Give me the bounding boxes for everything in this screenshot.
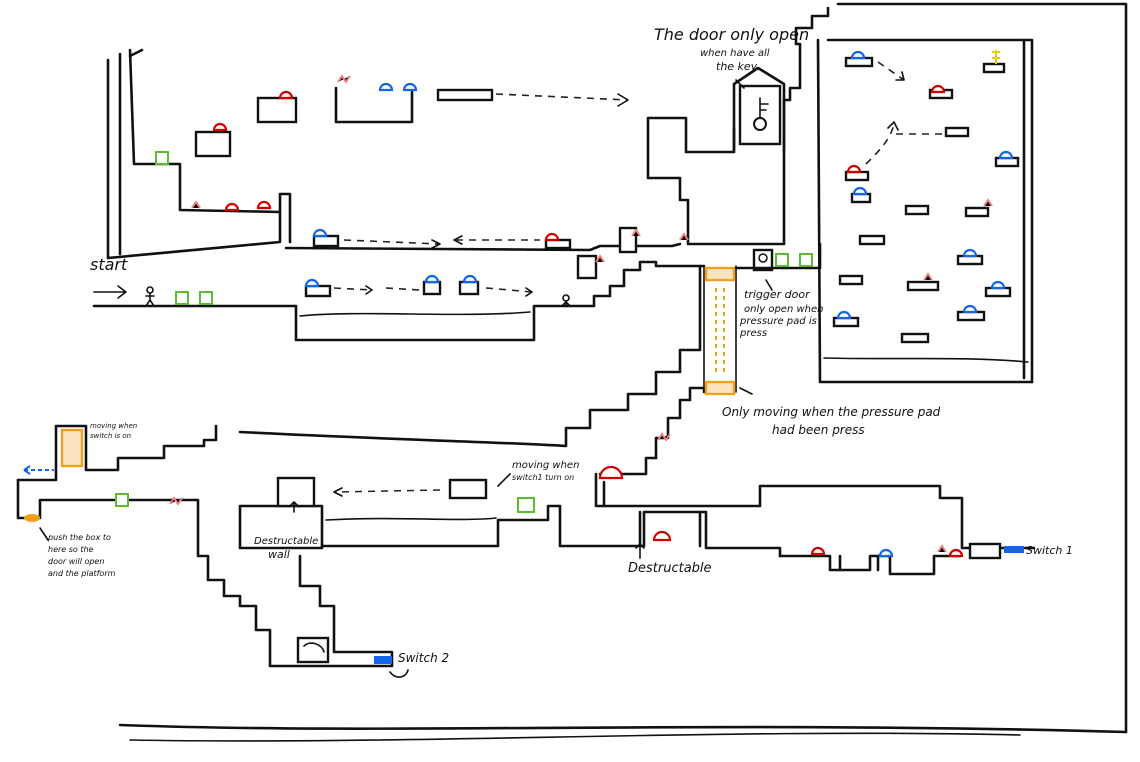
enemy-red-icon [652, 530, 672, 542]
label-moving-when-switch-2: switch is on [90, 432, 131, 440]
label-door-note-1: The door only open [654, 25, 809, 44]
enemy-red-icon [212, 122, 228, 132]
chest-icon [517, 497, 535, 513]
enemy-blue-icon [304, 278, 320, 288]
spikes [169, 74, 993, 553]
label-door-note-3: the key [716, 60, 758, 73]
orange-elevator [703, 265, 737, 396]
enemy-red-icon [810, 546, 826, 556]
enemy-red-icon [278, 90, 294, 100]
annotations: start The door only open when have all t… [47, 25, 1073, 665]
chest-icon [799, 253, 813, 267]
yellow-key-icon [992, 50, 1000, 64]
label-destructable-wall-1: Destructable [254, 536, 318, 547]
label-push-box-4: and the platform [48, 569, 116, 578]
player-goal-figure [561, 294, 571, 307]
chest-icon [775, 253, 789, 267]
enemy-blue-icon [462, 274, 478, 284]
enemy-blue-icon [852, 186, 868, 196]
label-only-moving-2: had been press [772, 423, 865, 437]
enemy-red-icon [598, 465, 624, 480]
label-start: start [90, 255, 128, 274]
label-moving-when-switch-1: moving when [90, 422, 137, 430]
enemy-blue-icon [312, 228, 328, 238]
green-chests [115, 151, 813, 513]
blue-enemies [304, 50, 1014, 558]
label-push-box-1: push the box to [47, 533, 111, 542]
right-tower [816, 38, 1034, 384]
label-switch1: Switch 1 [1026, 544, 1073, 557]
enemy-red-icon [930, 84, 946, 94]
key-icon [753, 97, 769, 131]
enemy-blue-icon [998, 150, 1014, 160]
outer-boundary [118, 2, 1128, 742]
enemy-blue-icon [836, 310, 852, 320]
label-moving-switch1-1: moving when [512, 460, 579, 471]
enemy-blue-icon [378, 82, 394, 92]
label-trigger-4: press [739, 328, 767, 339]
arrows [39, 79, 773, 678]
enemy-red-icon [948, 548, 964, 558]
enemy-blue-icon [878, 548, 894, 558]
enemy-blue-icon [990, 280, 1006, 290]
label-destructable: Destructable [628, 561, 712, 576]
top-left-room [106, 48, 629, 260]
enemy-red-icon [224, 202, 240, 212]
enemy-red-icon [544, 232, 560, 242]
key-door [732, 66, 786, 152]
label-trigger-2: only open when [744, 304, 823, 315]
label-push-box-3: door will open [48, 557, 104, 566]
label-moving-switch1-2: switch1 turn on [512, 473, 574, 482]
chest-icon [155, 151, 169, 165]
player-start-figure [145, 286, 155, 307]
red-enemies [212, 84, 964, 558]
enemy-blue-icon [962, 248, 978, 258]
label-destructable-wall-2: wall [268, 548, 290, 561]
enemy-blue-icon [962, 304, 978, 314]
chest-icon [115, 493, 129, 507]
start-corridor [92, 226, 706, 342]
label-only-moving-1: Only moving when the pressure pad [722, 405, 941, 419]
enemy-red-icon [846, 164, 862, 174]
label-door-note-2: when have all [700, 48, 770, 59]
label-push-box-2: here so the [48, 545, 94, 554]
label-trigger-3: pressure pad is [739, 316, 817, 327]
label-switch2: Switch 2 [398, 651, 449, 665]
chest-icon [199, 291, 213, 305]
enemy-red-icon [256, 200, 272, 210]
label-trigger-1: trigger door [744, 288, 811, 301]
enemy-blue-icon [424, 274, 440, 284]
enemy-blue-icon [850, 50, 866, 60]
enemy-blue-icon [402, 82, 418, 92]
chest-icon [175, 291, 189, 305]
